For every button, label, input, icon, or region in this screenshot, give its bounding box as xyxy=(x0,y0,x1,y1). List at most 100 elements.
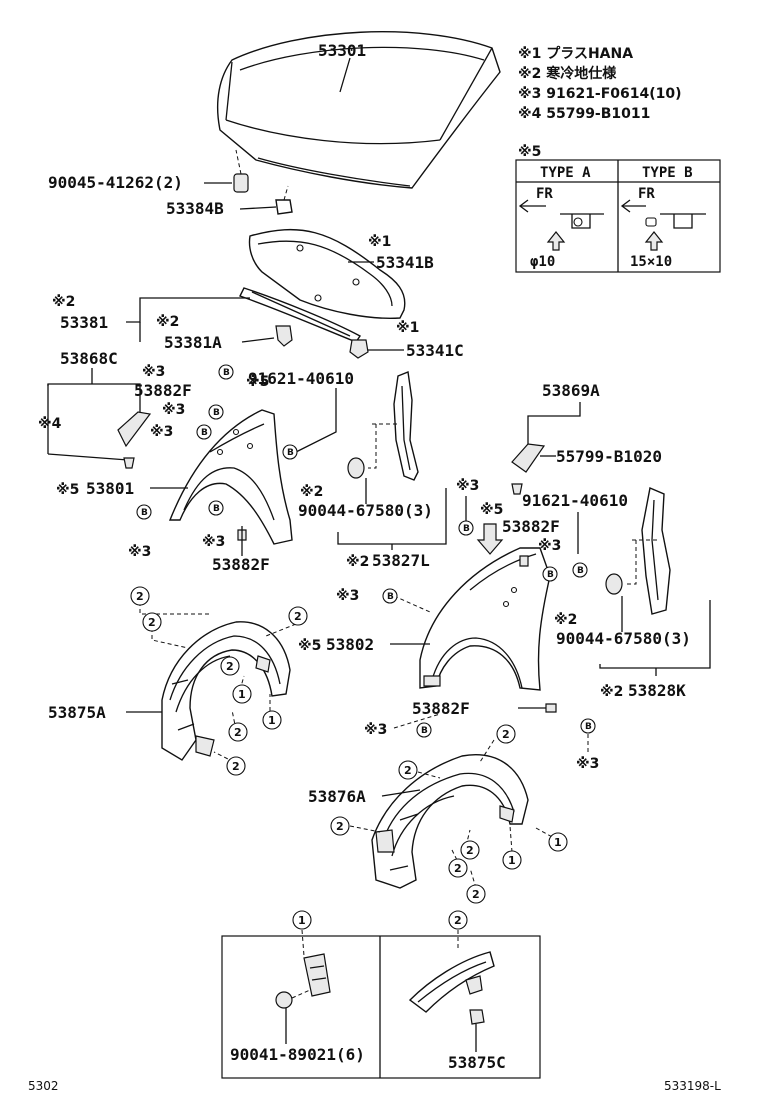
callout-1-a: 1 xyxy=(232,684,252,704)
mark-5b: ※5 xyxy=(56,482,79,498)
mark-2f: ※2 xyxy=(600,684,623,700)
label-53882F-d: 53882F xyxy=(412,699,470,718)
mark-3c: ※3 xyxy=(150,424,173,440)
clip-b-4: B xyxy=(282,444,298,460)
label-53381A: 53381A xyxy=(164,333,222,352)
mark-2a: ※2 xyxy=(52,294,75,310)
type-b-fr: FR xyxy=(638,186,655,202)
callout-1-d: 1 xyxy=(502,850,522,870)
svg-text:2: 2 xyxy=(136,590,144,603)
detail-callout-1: 1 xyxy=(292,910,312,930)
detail-1-drawing xyxy=(275,953,331,1009)
svg-text:B: B xyxy=(387,592,394,602)
mark-3a: ※3 xyxy=(142,364,165,380)
mark-5a: ※5 xyxy=(246,374,269,390)
type-b-dimension: 15×10 xyxy=(630,254,672,270)
seal-53869A-drawing xyxy=(511,443,546,473)
clip-b-10: B xyxy=(382,588,398,604)
legend-note-3: ※3 91621-F0614(10) xyxy=(518,86,682,102)
legend-note-4: ※4 55799-B1011 xyxy=(518,106,650,122)
label-90045-41262: 90045-41262(2) xyxy=(48,173,183,192)
type-a-dimension: φ10 xyxy=(530,254,555,270)
cushion-drawing xyxy=(233,149,293,215)
callout-2-h: 2 xyxy=(398,760,418,780)
hood-seal-drawing xyxy=(248,228,406,320)
mark-3e: ※3 xyxy=(202,534,225,550)
clip-b-6: B xyxy=(208,500,224,516)
label-53381: 53381 xyxy=(60,313,108,332)
label-53875C: 53875C xyxy=(448,1053,506,1072)
svg-text:B: B xyxy=(463,524,470,534)
mark-4: ※4 xyxy=(38,416,62,432)
svg-text:B: B xyxy=(201,428,208,438)
type-box-mark: ※5 xyxy=(518,144,541,160)
clip-b-9: B xyxy=(572,562,588,578)
callout-2-f: 2 xyxy=(226,756,246,776)
svg-text:2: 2 xyxy=(502,728,510,741)
liner-53876A-drawing xyxy=(371,754,529,889)
svg-text:2: 2 xyxy=(234,726,242,739)
clip-b-2: B xyxy=(208,404,224,420)
mark-1b: ※1 xyxy=(396,320,419,336)
callout-2-b: 2 xyxy=(142,612,162,632)
svg-text:2: 2 xyxy=(404,764,412,777)
svg-text:2: 2 xyxy=(294,610,302,623)
svg-text:B: B xyxy=(223,368,230,378)
svg-text:B: B xyxy=(213,504,220,514)
mark-2e: ※2 xyxy=(554,612,577,628)
clip-b-11: B xyxy=(416,722,432,738)
mark-5c: ※5 xyxy=(480,502,503,518)
svg-text:2: 2 xyxy=(336,820,344,833)
left-fender-drawing xyxy=(168,409,293,545)
clip-b-3: B xyxy=(196,424,212,440)
callout-2-a: 2 xyxy=(130,586,150,606)
seal-53827L-drawing xyxy=(347,371,419,481)
footer-page: 5302 xyxy=(28,1079,59,1093)
label-53882F-a: 53882F xyxy=(134,381,192,400)
mark-5d: ※5 xyxy=(298,638,321,654)
label-53801: 53801 xyxy=(86,479,134,498)
detail-box xyxy=(221,935,541,1079)
svg-text:B: B xyxy=(213,408,220,418)
liner-53875A-drawing xyxy=(161,621,291,761)
label-53869A: 53869A xyxy=(542,381,600,400)
label-90044-67580-a: 90044-67580(3) xyxy=(298,501,433,520)
callout-2-j: 2 xyxy=(460,840,480,860)
label-53301: 53301 xyxy=(318,41,366,60)
legend-note-2: ※2 寒冷地仕様 xyxy=(518,65,617,82)
svg-text:B: B xyxy=(421,726,428,736)
svg-text:B: B xyxy=(287,448,294,458)
label-53802: 53802 xyxy=(326,635,374,654)
svg-text:2: 2 xyxy=(454,862,462,875)
svg-text:2: 2 xyxy=(454,914,462,927)
mark-1a: ※1 xyxy=(368,234,391,250)
svg-text:B: B xyxy=(141,508,148,518)
callout-2-g: 2 xyxy=(496,724,516,744)
label-53868C: 53868C xyxy=(60,349,118,368)
detail-callout-2: 2 xyxy=(448,910,468,930)
callout-2-i: 2 xyxy=(330,816,350,836)
callout-2-e: 2 xyxy=(228,722,248,742)
svg-text:2: 2 xyxy=(232,760,240,773)
seal-53868C-drawing xyxy=(117,411,152,448)
svg-text:2: 2 xyxy=(472,888,480,901)
type-b-label: TYPE B xyxy=(642,165,693,181)
label-90044-67580-b: 90044-67580(3) xyxy=(556,629,691,648)
label-53384B: 53384B xyxy=(166,199,224,218)
mark-2b: ※2 xyxy=(156,314,179,330)
type-box xyxy=(515,159,721,273)
callout-2-d: 2 xyxy=(220,656,240,676)
clip-b-1: B xyxy=(218,364,234,380)
label-53876A: 53876A xyxy=(308,787,366,806)
label-53882F-c: 53882F xyxy=(502,517,560,536)
mark-3i: ※3 xyxy=(364,722,387,738)
type-a-label: TYPE A xyxy=(540,165,591,181)
label-90041-89021: 90041-89021(6) xyxy=(230,1045,365,1064)
svg-text:B: B xyxy=(577,566,584,576)
svg-text:1: 1 xyxy=(298,914,306,927)
label-53341B: 53341B xyxy=(376,253,434,272)
svg-text:1: 1 xyxy=(554,836,562,849)
mark-3h: ※3 xyxy=(336,588,359,604)
clip-b-8: B xyxy=(542,566,558,582)
